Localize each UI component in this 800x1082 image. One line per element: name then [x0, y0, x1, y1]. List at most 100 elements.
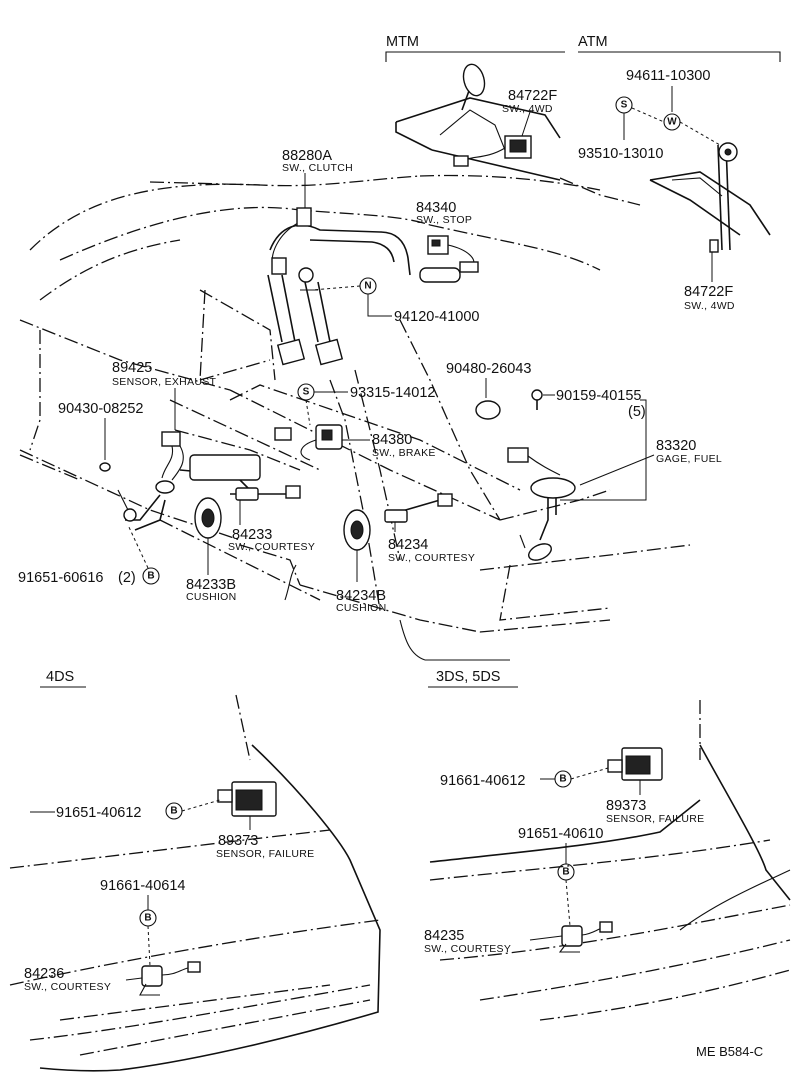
fuel-gage-illustration [507, 447, 576, 561]
header-mtm-label: MTM [386, 34, 419, 50]
svg-text:84722F: 84722F [508, 88, 557, 104]
part-91661-40614-label: 91661-40614 B [100, 878, 185, 967]
svg-text:B: B [144, 913, 151, 924]
svg-text:93315-14012: 93315-14012 [350, 385, 435, 401]
svg-text:89373: 89373 [218, 833, 258, 849]
svg-text:91651-40610: 91651-40610 [518, 826, 603, 842]
svg-text:SW., 4WD: SW., 4WD [684, 300, 735, 312]
failure-sensor-4ds-illustration [217, 781, 277, 817]
svg-text:91651-60616: 91651-60616 [18, 570, 103, 586]
svg-text:B: B [559, 774, 566, 785]
part-90480-26043-label: 90480-26043 [446, 361, 531, 420]
header-3ds-5ds: 3DS, 5DS [428, 669, 518, 688]
svg-text:84234B: 84234B [336, 588, 386, 604]
svg-text:SENSOR, FAILURE: SENSOR, FAILURE [216, 848, 314, 860]
svg-text:SW., STOP: SW., STOP [416, 214, 472, 226]
svg-text:94611-10300: 94611-10300 [626, 68, 710, 84]
svg-text:89373: 89373 [606, 798, 646, 814]
svg-text:(2): (2) [118, 570, 136, 586]
header-mtm: MTM [385, 34, 565, 62]
rear-body-3ds-outline [429, 700, 791, 1021]
part-89425-label: 89425 SENSOR, EXHAUST [112, 360, 217, 430]
cushion-rear-illustration [343, 509, 371, 582]
svg-text:CUSHION: CUSHION [336, 602, 387, 614]
pedal-assembly-illustration [267, 207, 411, 366]
svg-text:SW., CLUTCH: SW., CLUTCH [282, 162, 353, 174]
svg-text:91661-40612: 91661-40612 [440, 773, 525, 789]
svg-text:3DS, 5DS: 3DS, 5DS [436, 669, 500, 685]
part-89373-right-label: 89373 SENSOR, FAILURE [606, 780, 704, 825]
symbol-n-nut: N [311, 277, 392, 317]
svg-text:84233: 84233 [232, 527, 272, 543]
svg-text:4DS: 4DS [46, 669, 74, 685]
part-90159-40155-label: 90159-40155 (5) [531, 388, 647, 501]
failure-sensor-3ds-illustration [607, 747, 663, 781]
courtesy-switch-rear-illustration [384, 493, 453, 532]
symbol-s-main: S [297, 383, 348, 426]
part-94120-41000-label: 94120-41000 [394, 309, 479, 325]
vehicle-body-outline [19, 174, 691, 661]
svg-text:B: B [562, 867, 569, 878]
svg-text:SW., BRAKE: SW., BRAKE [372, 447, 436, 459]
svg-text:84340: 84340 [416, 200, 456, 216]
svg-text:90480-26043: 90480-26043 [446, 361, 531, 377]
svg-text:84234: 84234 [388, 537, 428, 553]
svg-text:S: S [303, 387, 310, 398]
svg-text:90430-08252: 90430-08252 [58, 401, 143, 417]
svg-text:93510-13010: 93510-13010 [578, 146, 663, 162]
svg-text:GAGE, FUEL: GAGE, FUEL [656, 453, 722, 465]
svg-text:SW., COURTESY: SW., COURTESY [388, 552, 475, 564]
svg-text:CUSHION: CUSHION [186, 591, 237, 603]
part-90430-08252-label: 90430-08252 [58, 401, 143, 472]
svg-text:SENSOR, EXHAUST: SENSOR, EXHAUST [112, 376, 217, 388]
svg-text:90159-40155: 90159-40155 [556, 388, 641, 404]
part-84234-label: 84234 SW., COURTESY [388, 537, 475, 564]
part-84722f-mtm-label: 84722F SW., 4WD [502, 88, 557, 115]
svg-text:SW., COURTESY: SW., COURTESY [228, 541, 315, 553]
svg-text:B: B [147, 571, 154, 582]
courtesy-switch-3ds-illustration [558, 921, 613, 953]
part-84380-label: 84380 SW., BRAKE [372, 432, 436, 459]
part-84234b-label: 84234B CUSHION [336, 588, 387, 614]
atm-lever-illustration [649, 142, 771, 253]
svg-text:SENSOR, FAILURE: SENSOR, FAILURE [606, 813, 704, 825]
svg-text:84722F: 84722F [684, 284, 733, 300]
svg-text:SW., 4WD: SW., 4WD [502, 103, 553, 115]
part-91651-40610-label: 91651-40610 B [518, 826, 603, 927]
part-93510-13010-label: 93510-13010 [578, 146, 663, 162]
svg-text:94120-41000: 94120-41000 [394, 309, 479, 325]
exhaust-sensor-illustration [117, 431, 261, 531]
svg-text:N: N [364, 281, 371, 292]
cushion-front-illustration [194, 497, 222, 575]
svg-text:88280A: 88280A [282, 148, 332, 164]
part-84236-label: 84236 SW., COURTESY [24, 966, 143, 993]
part-88280a-label: 88280A SW., CLUTCH [282, 148, 353, 208]
svg-text:84236: 84236 [24, 966, 64, 982]
svg-text:S: S [621, 100, 628, 111]
part-91651-60616-label: 91651-60616 (2) B [18, 524, 160, 586]
svg-text:84233B: 84233B [186, 577, 236, 593]
part-84340-label: 84340 SW., STOP [416, 200, 472, 226]
stop-switch-illustration [419, 235, 479, 283]
header-4ds: 4DS [40, 669, 86, 688]
svg-text:B: B [170, 806, 177, 817]
part-91651-40612-left-label: 91651-40612 B [30, 799, 221, 821]
header-atm-label: ATM [578, 34, 608, 50]
rear-body-4ds-outline [9, 694, 381, 1072]
part-93315-14012-label: 93315-14012 [350, 385, 435, 401]
svg-text:83320: 83320 [656, 438, 696, 454]
header-atm: ATM [578, 34, 781, 62]
part-94611-10300-label: 94611-10300 [626, 68, 710, 112]
part-91661-40612-right-label: 91661-40612 B [440, 767, 609, 789]
symbol-w-washer: W [663, 113, 721, 146]
svg-text:84235: 84235 [424, 928, 464, 944]
svg-text:SW., COURTESY: SW., COURTESY [424, 943, 511, 955]
part-83320-label: 83320 GAGE, FUEL [579, 438, 722, 486]
mtm-shifter-illustration [395, 63, 561, 181]
svg-text:91661-40614: 91661-40614 [100, 878, 185, 894]
symbol-s-atm: S [615, 96, 665, 140]
svg-text:(5): (5) [628, 404, 646, 420]
drawing-reference-code: ME B584-C [696, 1044, 763, 1059]
part-84233b-label: 84233B CUSHION [186, 577, 237, 603]
